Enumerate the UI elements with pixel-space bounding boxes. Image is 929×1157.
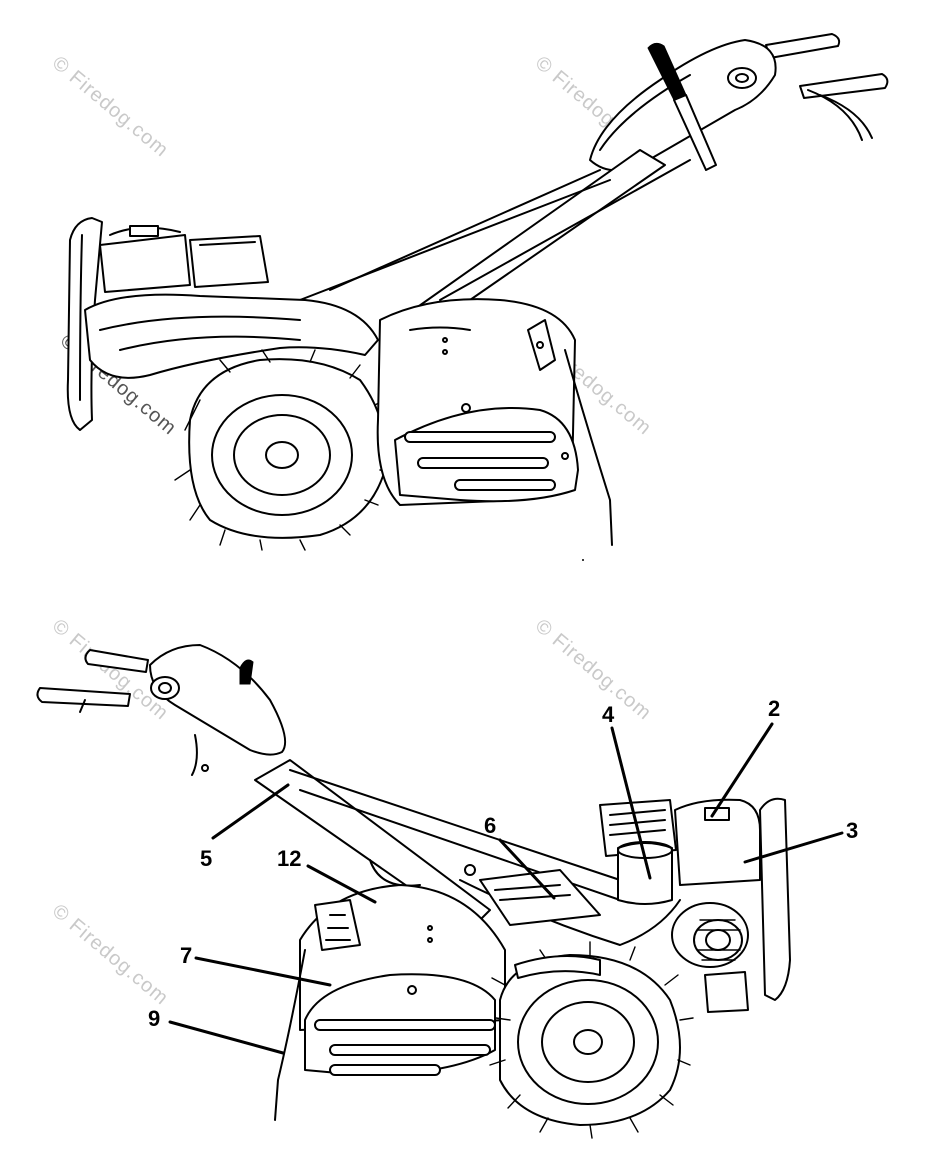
tine-flap	[564, 349, 613, 546]
leader-4	[610, 726, 652, 880]
callout-5: 5	[200, 846, 213, 871]
shift-lever-rod	[673, 94, 717, 171]
leader-5	[211, 783, 290, 840]
rear-bumper	[759, 797, 791, 1001]
engine-air-filter	[189, 235, 269, 288]
handlebar-tube-left	[254, 759, 491, 931]
handle-housing-left	[149, 644, 286, 756]
handle-grip-lower-left	[36, 687, 131, 707]
callout-3: 3	[846, 818, 859, 843]
recoil-starter	[671, 902, 749, 968]
front-bumper	[66, 217, 103, 431]
callout-6: 6	[484, 813, 497, 838]
callout-7: 7	[180, 943, 193, 968]
handle-grip-upper-left	[84, 649, 149, 673]
engine-fuel-tank	[99, 234, 191, 293]
leader-7	[194, 956, 332, 987]
handle-bar-curve	[819, 94, 873, 139]
leader-12	[306, 864, 377, 904]
callout-4: 4	[602, 702, 615, 727]
callout-12: 12	[277, 846, 302, 871]
tine-flap-left	[274, 949, 306, 1121]
callout-9: 9	[148, 1006, 161, 1031]
leader-3	[743, 831, 844, 864]
handle-grip-upper	[765, 33, 841, 59]
drive-wheel-left	[489, 941, 694, 1139]
leader-9	[168, 1020, 285, 1055]
drive-wheel	[174, 349, 396, 551]
shift-lever-grip	[647, 42, 687, 101]
handle-grip-lower	[799, 73, 889, 99]
shift-lever-grip-left	[239, 659, 254, 685]
leader-2	[710, 722, 774, 818]
callout-2: 2	[768, 696, 781, 721]
leader-6	[498, 838, 556, 900]
engine-carburetor	[617, 842, 673, 905]
